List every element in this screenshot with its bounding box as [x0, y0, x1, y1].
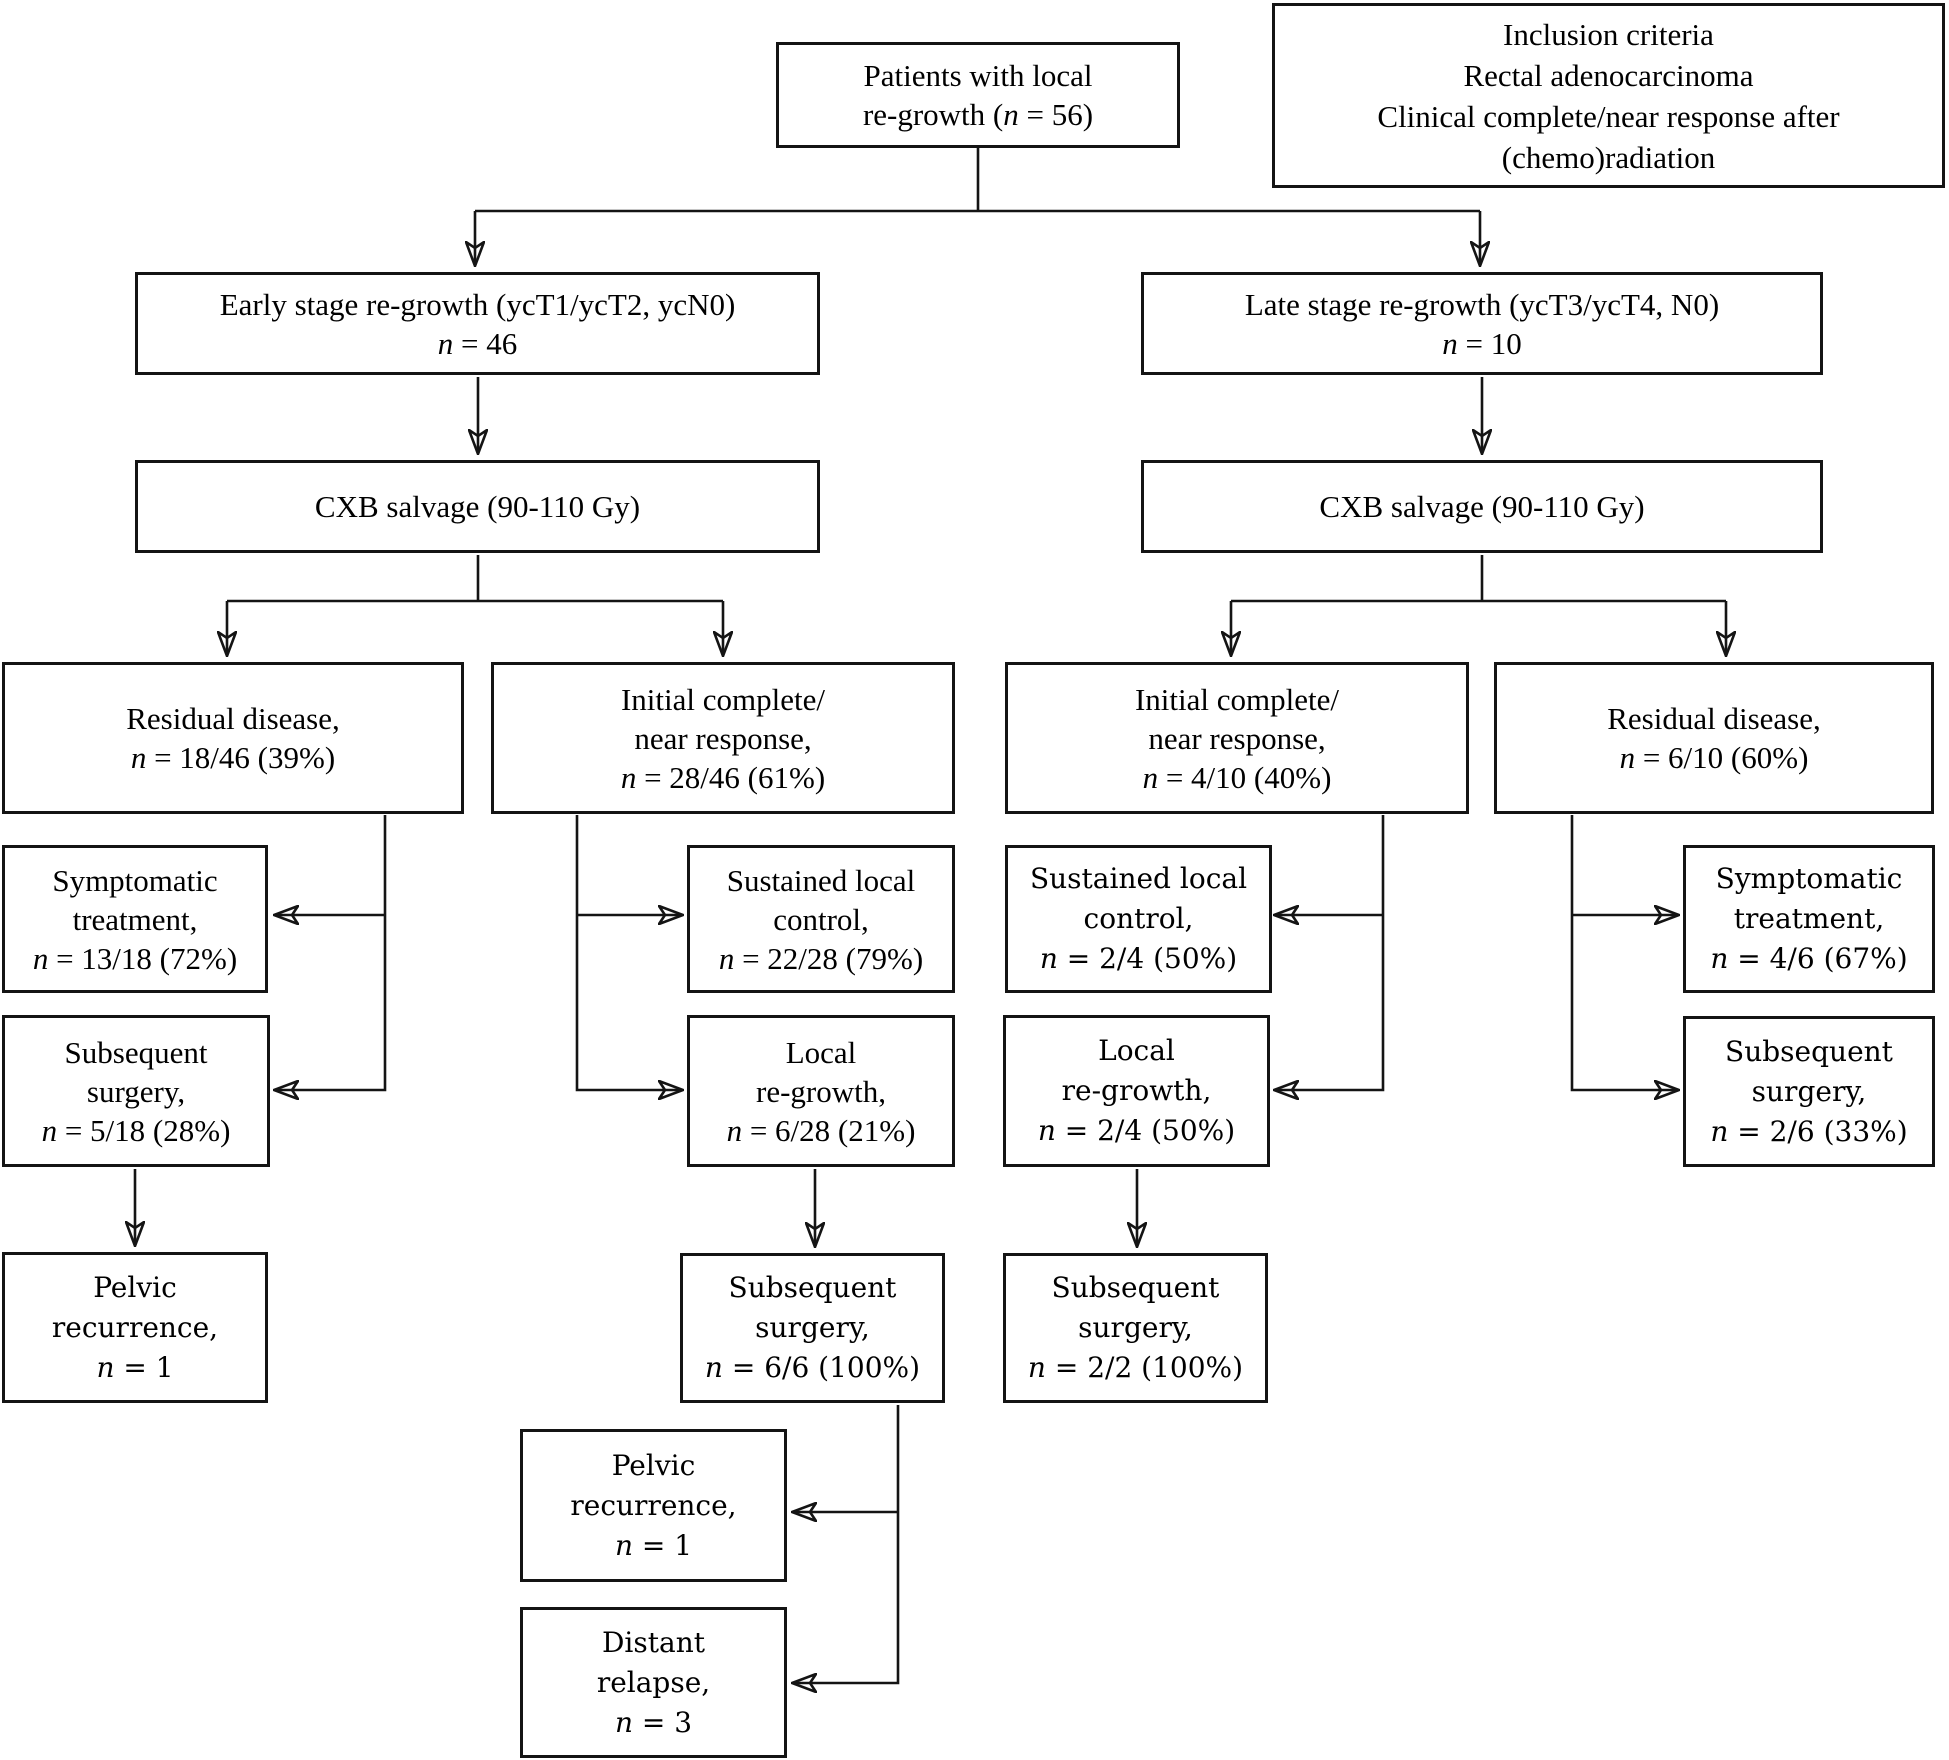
box-text-line: surgery,	[1751, 1074, 1867, 1108]
box-stat-line: n = 3	[614, 1705, 693, 1739]
box-text-line: Subsequent	[64, 1034, 208, 1070]
box-stat-line: n = 22/28 (79%)	[718, 940, 924, 976]
box-text-line: Subsequent	[728, 1271, 897, 1304]
box-local-regrowth-right: Local re-growth, n = 2/4 (50%)	[1003, 1015, 1270, 1167]
box-text-line: Symptomatic	[1715, 862, 1903, 895]
box-local-regrowth-left: Local re-growth, n = 6/28 (21%)	[687, 1015, 955, 1167]
box-residual-disease-left: Residual disease, n = 18/46 (39%)	[2, 662, 464, 814]
connector-cxb-right-split	[1231, 555, 1726, 656]
box-text-line: control,	[1083, 902, 1194, 935]
box-residual-disease-right: Residual disease, n = 6/10 (60%)	[1494, 662, 1934, 814]
box-stat-line: n = 18/46 (39%)	[130, 740, 336, 775]
box-text-line: surgery,	[86, 1073, 186, 1109]
box-text-line: surgery,	[1078, 1311, 1193, 1344]
box-cxb-salvage-right: CXB salvage (90-110 Gy)	[1141, 460, 1823, 553]
box-stat-line: n = 1	[614, 1528, 693, 1562]
box-text-line: Sustained local	[726, 862, 916, 898]
box-text-line: (chemo)radiation	[1501, 139, 1716, 175]
box-text-line: relapse,	[596, 1665, 711, 1699]
box-late-stage-regrowth: Late stage re-growth (ycT3/ycT4, N0) n =…	[1141, 272, 1823, 375]
box-text-line: CXB salvage (90-110 Gy)	[314, 489, 641, 524]
box-subsequent-surgery-mid: Subsequent surgery, n = 6/6 (100%)	[680, 1253, 945, 1403]
box-pelvic-recurrence-mid: Pelvic recurrence, n = 1	[520, 1429, 787, 1582]
box-text-line: recurrence,	[51, 1310, 219, 1344]
connector-residual-left-branch	[274, 815, 387, 1090]
box-symptomatic-treatment-right: Symptomatic treatment, n = 4/6 (67%)	[1683, 845, 1935, 993]
box-stat-line: n = 6/6 (100%)	[704, 1351, 921, 1384]
connector-root-split	[475, 148, 1480, 266]
box-text-line: Local	[1098, 1034, 1175, 1067]
connector-residual-right-branch	[1570, 815, 1679, 1090]
box-text-line: Pelvic	[93, 1270, 177, 1304]
box-distant-relapse: Distant relapse, n = 3	[520, 1607, 787, 1758]
box-stat-line: n = 10	[1442, 325, 1522, 361]
box-inclusion-criteria: Inclusion criteria Rectal adenocarcinoma…	[1272, 3, 1945, 188]
box-subsequent-surgery-left: Subsequent surgery, n = 5/18 (28%)	[2, 1015, 270, 1167]
box-text-line: Pelvic	[611, 1448, 696, 1482]
box-text-line: Distant	[601, 1625, 705, 1659]
box-text-line: re-growth,	[1061, 1074, 1212, 1107]
box-pelvic-recurrence-left: Pelvic recurrence, n = 1	[2, 1252, 268, 1403]
box-text-line: Initial complete/	[620, 681, 825, 717]
box-text-line: CXB salvage (90-110 Gy)	[1319, 489, 1645, 524]
box-text-line: Residual disease,	[126, 701, 340, 736]
box-stat-line: n = 13/18 (72%)	[32, 940, 238, 976]
box-text-line: Subsequent	[1725, 1034, 1893, 1068]
box-early-stage-regrowth: Early stage re-growth (ycT1/ycT2, ycN0) …	[135, 272, 820, 375]
box-subsequent-surgery-right: Subsequent surgery, n = 2/6 (33%)	[1683, 1016, 1935, 1167]
box-stat-line: n = 46	[437, 325, 518, 361]
box-text-line: near response,	[634, 720, 812, 756]
connector-initial-left-branch	[575, 815, 683, 1090]
connector-cxb-left-split	[227, 555, 723, 656]
connector-initial-right-branch	[1274, 815, 1385, 1090]
box-stat-line: n = 2/2 (100%)	[1027, 1351, 1244, 1384]
box-initial-complete-left: Initial complete/ near response, n = 28/…	[491, 662, 955, 814]
box-text-line: near response,	[1148, 720, 1326, 756]
box-subsequent-surgery-late: Subsequent surgery, n = 2/2 (100%)	[1003, 1253, 1268, 1403]
box-stat-line: re-growth (n = 56)	[862, 97, 1094, 132]
box-text-line: Symptomatic	[52, 862, 218, 898]
box-text-line: surgery,	[755, 1311, 870, 1344]
box-stat-line: n = 5/18 (28%)	[41, 1112, 231, 1148]
box-stat-line: n = 2/4 (50%)	[1037, 1114, 1236, 1147]
box-text-line: re-growth,	[756, 1073, 886, 1109]
box-stat-line: n = 1	[96, 1350, 174, 1384]
box-text-line: Initial complete/	[1134, 681, 1339, 717]
connector-surgery-mid-branch	[792, 1405, 900, 1683]
box-text-line: Local	[785, 1034, 857, 1070]
box-text-line: Early stage re-growth (ycT1/ycT2, ycN0)	[219, 286, 736, 322]
box-text-line: Sustained local	[1029, 862, 1248, 895]
box-text-line: control,	[773, 901, 869, 937]
box-text-line: Patients with local	[863, 58, 1093, 93]
box-text-line: Subsequent	[1051, 1271, 1220, 1304]
box-stat-line: n = 6/28 (21%)	[726, 1112, 916, 1148]
box-stat-line: n = 2/6 (33%)	[1710, 1114, 1908, 1148]
box-initial-complete-right: Initial complete/ near response, n = 4/1…	[1005, 662, 1469, 814]
box-text-line: Inclusion criteria	[1503, 16, 1714, 52]
box-text-line: recurrence,	[570, 1488, 737, 1522]
box-sustained-local-control-left: Sustained local control, n = 22/28 (79%)	[687, 845, 955, 993]
box-stat-line: n = 6/10 (60%)	[1619, 740, 1809, 775]
box-text-line: treatment,	[72, 901, 198, 937]
box-text-line: Clinical complete/near response after	[1377, 98, 1840, 134]
box-text-line: Rectal adenocarcinoma	[1463, 57, 1754, 93]
box-stat-line: n = 4/6 (67%)	[1710, 942, 1908, 975]
box-stat-line: n = 28/46 (61%)	[620, 759, 826, 795]
box-cxb-salvage-left: CXB salvage (90-110 Gy)	[135, 460, 820, 553]
box-sustained-local-control-right: Sustained local control, n = 2/4 (50%)	[1005, 845, 1272, 993]
box-text-line: Late stage re-growth (ycT3/ycT4, N0)	[1244, 286, 1720, 322]
box-text-line: treatment,	[1733, 902, 1885, 935]
box-text-line: Residual disease,	[1607, 701, 1821, 736]
box-patients-local-regrowth: Patients with local re-growth (n = 56)	[776, 42, 1180, 148]
box-stat-line: n = 2/4 (50%)	[1039, 942, 1238, 975]
box-symptomatic-treatment-left: Symptomatic treatment, n = 13/18 (72%)	[2, 845, 268, 993]
box-stat-line: n = 4/10 (40%)	[1142, 759, 1332, 795]
